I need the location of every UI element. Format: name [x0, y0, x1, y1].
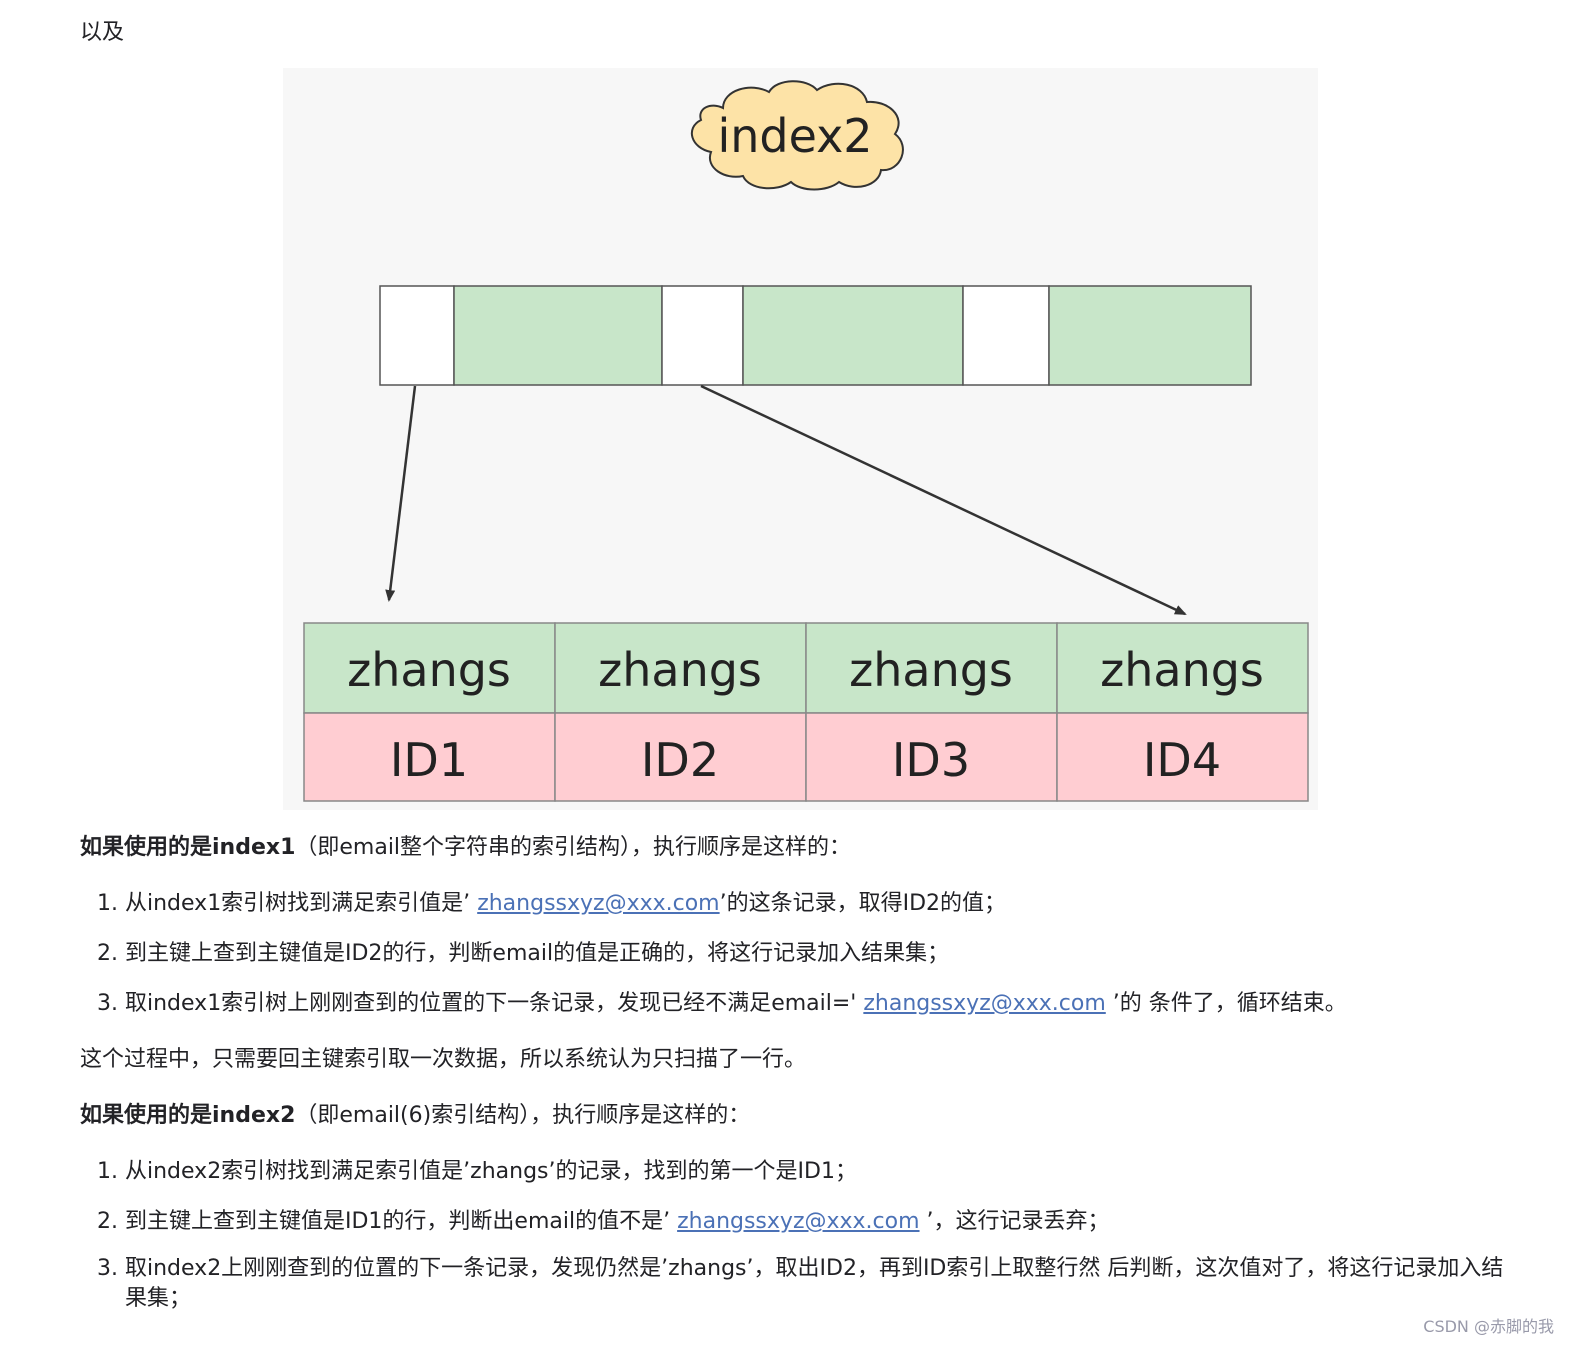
summary-text: 这个过程中，只需要回主键索引取一次数据，所以系统认为只扫描了一行。 — [80, 1047, 807, 1072]
email-link[interactable]: zhangssxyz@xxx.com — [863, 991, 1106, 1016]
section2-heading-rest: （即email(6)索引结构），执行顺序是这样的： — [295, 1103, 751, 1128]
cell-text-id: ID2 — [641, 733, 719, 787]
section2-heading: 如果使用的是index2（即email(6)索引结构），执行顺序是这样的： — [80, 1098, 1510, 1134]
arrow-to-id4 — [700, 384, 1187, 616]
cell-text-top: zhangs — [1100, 643, 1264, 697]
index-pointer-cell — [742, 285, 964, 386]
email-link[interactable]: zhangssxyz@xxx.com — [477, 891, 720, 916]
intro-text: 以及 — [80, 20, 125, 45]
record-table: zhangs zhangs zhangs zhangs ID1 ID2 ID3 … — [303, 622, 1309, 802]
section1-heading-rest: （即email整个字符串的索引结构），执行顺序是这样的： — [295, 835, 852, 860]
email-link[interactable]: zhangssxyz@xxx.com — [677, 1209, 920, 1234]
cloud-label: index2 — [717, 109, 872, 163]
cell-text-top: zhangs — [347, 643, 511, 697]
cell-text-id: ID3 — [892, 733, 970, 787]
arrow-to-id1 — [385, 385, 417, 602]
cloud-shape: index2 — [690, 80, 904, 191]
cell-text-id: ID4 — [1143, 733, 1221, 787]
list-item: 取index2上刚刚查到的位置的下一条记录，发现仍然是’zhangs’，取出ID… — [125, 1254, 1510, 1314]
section2-steps: 从index2索引树找到满足索引值是’zhangs’的记录，找到的第一个是ID1… — [80, 1154, 1510, 1314]
index-pointer-cell — [453, 285, 663, 386]
list-item: 到主键上查到主键值是ID1的行，判断出email的值不是’ zhangssxyz… — [125, 1204, 1510, 1240]
index-row — [379, 285, 1252, 386]
index-key-cell — [661, 285, 744, 386]
index-key-cell — [962, 285, 1050, 386]
index2-diagram: index2 zhangs zhangs zhang — [283, 68, 1318, 810]
index-pointer-cell — [1048, 285, 1252, 386]
cell-text-top: zhangs — [598, 643, 762, 697]
list-item: 取index1索引树上刚刚查到的位置的下一条记录，发现已经不满足email=' … — [125, 986, 1510, 1022]
diagram-svg: index2 zhangs zhangs zhang — [303, 80, 1309, 802]
article-content: 如果使用的是index1（即email整个字符串的索引结构），执行顺序是这样的：… — [80, 830, 1510, 1314]
section1-heading-bold: 如果使用的是index1 — [80, 835, 296, 860]
index-key-cell — [379, 285, 455, 386]
list-item: 到主键上查到主键值是ID2的行，判断email的值是正确的，将这行记录加入结果集… — [125, 936, 1510, 972]
section2-heading-bold: 如果使用的是index2 — [80, 1103, 296, 1128]
cell-text-id: ID1 — [390, 733, 468, 787]
section1-steps: 从index1索引树找到满足索引值是’ zhangssxyz@xxx.com’的… — [80, 886, 1510, 1022]
cell-text-top: zhangs — [849, 643, 1013, 697]
section1-heading: 如果使用的是index1（即email整个字符串的索引结构），执行顺序是这样的： — [80, 830, 1510, 866]
list-item: 从index2索引树找到满足索引值是’zhangs’的记录，找到的第一个是ID1… — [125, 1154, 1510, 1190]
watermark: CSDN @赤脚的我 — [1423, 1317, 1554, 1336]
list-item: 从index1索引树找到满足索引值是’ zhangssxyz@xxx.com’的… — [125, 886, 1510, 922]
